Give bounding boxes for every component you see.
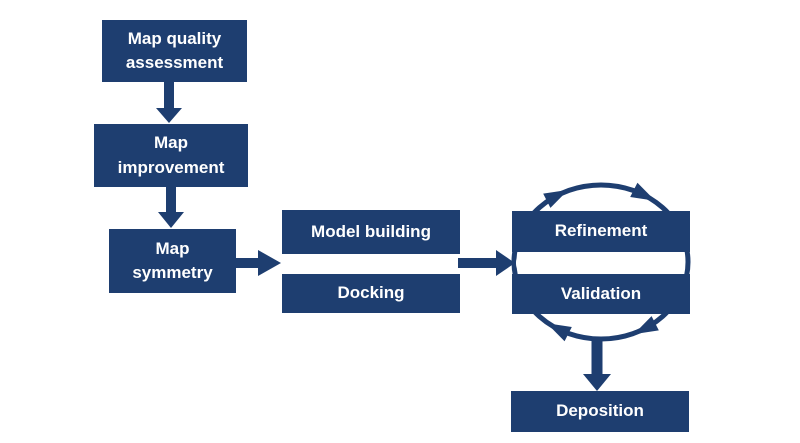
node-deposition: Deposition bbox=[511, 391, 689, 432]
node-label-line: Validation bbox=[560, 283, 642, 303]
node-label-line: improvement bbox=[117, 157, 225, 177]
arrow-cycle-to-deposition-head-icon bbox=[583, 374, 611, 391]
node-model-building: Model building bbox=[282, 210, 460, 254]
node-label-line: assessment bbox=[125, 53, 224, 72]
node-label-line: Map bbox=[155, 238, 190, 258]
node-label-line: Deposition bbox=[556, 401, 644, 421]
arrow-improvement-to-symmetry-head-icon bbox=[158, 212, 184, 228]
node-label-line: Model building bbox=[311, 221, 431, 241]
node-label-line: Map bbox=[154, 133, 188, 153]
arrow-quality-to-improvement-head-icon bbox=[156, 108, 182, 123]
node-validation: Validation bbox=[512, 274, 690, 314]
node-map-improvement: Map improvement bbox=[94, 124, 248, 187]
node-label-line: Docking bbox=[337, 283, 405, 303]
node-map-quality-assessment: Map quality assessment bbox=[102, 20, 247, 82]
cycle-arrowhead-bottom-right-icon bbox=[633, 316, 659, 335]
node-refinement: Refinement bbox=[512, 211, 690, 252]
cycle-arrowhead-top-left-icon bbox=[543, 189, 569, 208]
cycle-arrowhead-bottom-left-icon bbox=[546, 323, 572, 342]
cycle-arrowhead-top-right-icon bbox=[630, 182, 656, 201]
node-label-line: Map quality bbox=[127, 28, 222, 48]
node-docking: Docking bbox=[282, 274, 460, 313]
node-map-symmetry: Map symmetry bbox=[109, 229, 236, 293]
node-label-line: Refinement bbox=[554, 221, 648, 241]
arrow-symmetry-to-modeling-head-icon bbox=[258, 250, 281, 276]
cycle-gap-mask bbox=[516, 252, 684, 274]
node-label-line: symmetry bbox=[132, 263, 213, 282]
arrow-modeling-to-refinement-head-icon bbox=[496, 250, 515, 276]
